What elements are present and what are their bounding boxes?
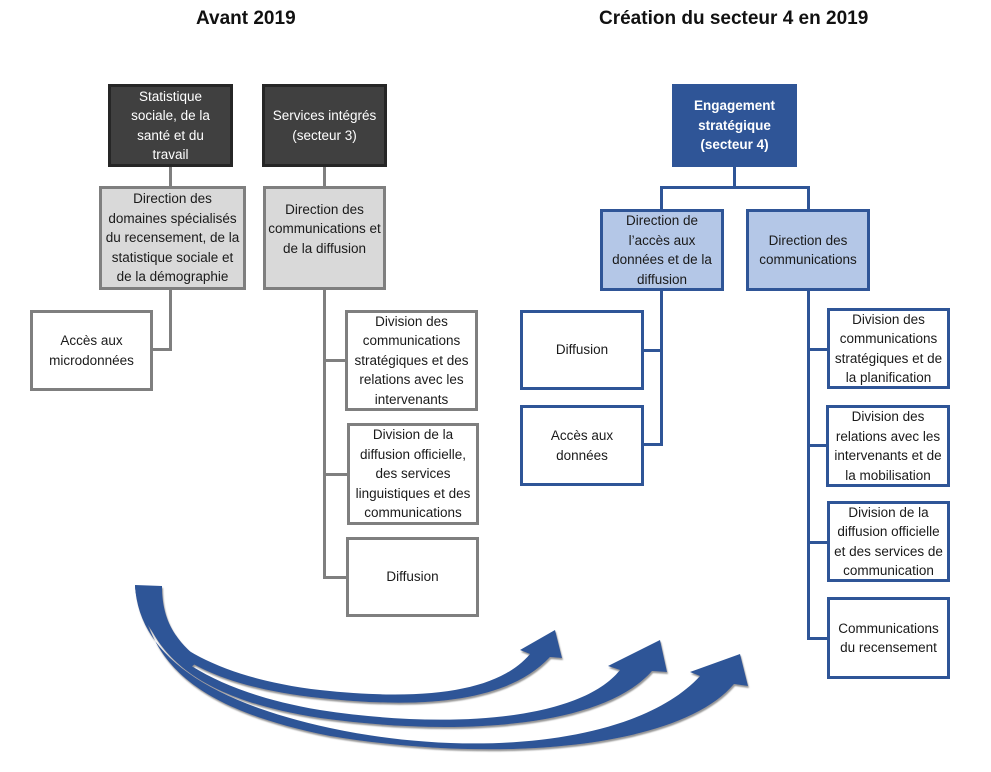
connector: [323, 576, 348, 579]
direction-box-communications-diffusion: Direction des communications et de la di…: [263, 186, 386, 290]
connector: [660, 186, 810, 189]
direction-box-data-access-diffusion: Direction de l’accès aux données et de l…: [600, 209, 724, 291]
connector: [323, 289, 326, 579]
connector: [643, 443, 663, 446]
connector: [807, 444, 828, 447]
division-box-stakeholder-relations: Division des relations avec les interven…: [826, 405, 950, 487]
connector: [323, 166, 326, 186]
connector: [169, 166, 172, 186]
division-box-microdata-access: Accès aux microdonnées: [30, 310, 153, 391]
connector: [323, 359, 347, 362]
sector-box-social-statistics: Statistique sociale, de la santé et du t…: [108, 84, 233, 167]
connector: [733, 166, 736, 188]
connector: [643, 349, 663, 352]
connector: [807, 348, 828, 351]
connector: [169, 289, 172, 351]
connector: [323, 473, 349, 476]
connector: [807, 290, 810, 640]
division-box-diffusion: Diffusion: [346, 537, 479, 617]
division-box-data-access: Accès aux données: [520, 405, 644, 486]
title-before-2019: Avant 2019: [196, 8, 296, 29]
division-box-census-communications: Communications du recensement: [827, 597, 950, 679]
division-box-diffusion: Diffusion: [520, 310, 644, 390]
connector: [660, 186, 663, 210]
division-box-strategic-communications: Division des communications stratégiques…: [345, 310, 478, 411]
direction-box-communications: Direction des communications: [746, 209, 870, 291]
connector: [807, 541, 828, 544]
division-box-strategic-communications-planning: Division des communications stratégiques…: [827, 308, 950, 389]
transition-arrow-tail-icon: [135, 585, 200, 668]
sector-box-strategic-engagement: Engagement stratégique (secteur 4): [672, 84, 797, 167]
division-box-official-diffusion-services: Division de la diffusion officielle et d…: [827, 501, 950, 582]
division-box-official-diffusion: Division de la diffusion officielle, des…: [347, 423, 479, 525]
connector: [660, 290, 663, 446]
connector: [152, 348, 172, 351]
connector: [807, 186, 810, 210]
sector-box-integrated-services: Services intégrés (secteur 3): [262, 84, 387, 167]
connector: [807, 637, 828, 640]
direction-box-specialized-domains: Direction des domaines spécialisés du re…: [99, 186, 246, 290]
transition-arrow-icon: [135, 585, 667, 727]
title-after-2019: Création du secteur 4 en 2019: [599, 8, 869, 29]
